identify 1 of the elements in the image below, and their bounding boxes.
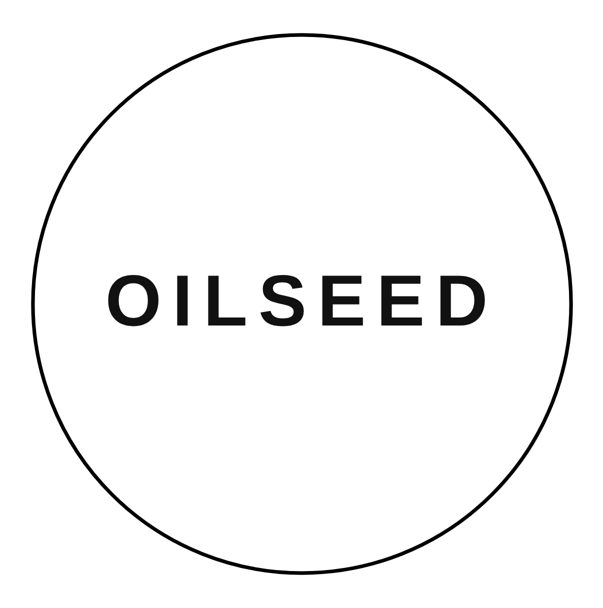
node-circle: OILSEED: [30, 33, 572, 575]
